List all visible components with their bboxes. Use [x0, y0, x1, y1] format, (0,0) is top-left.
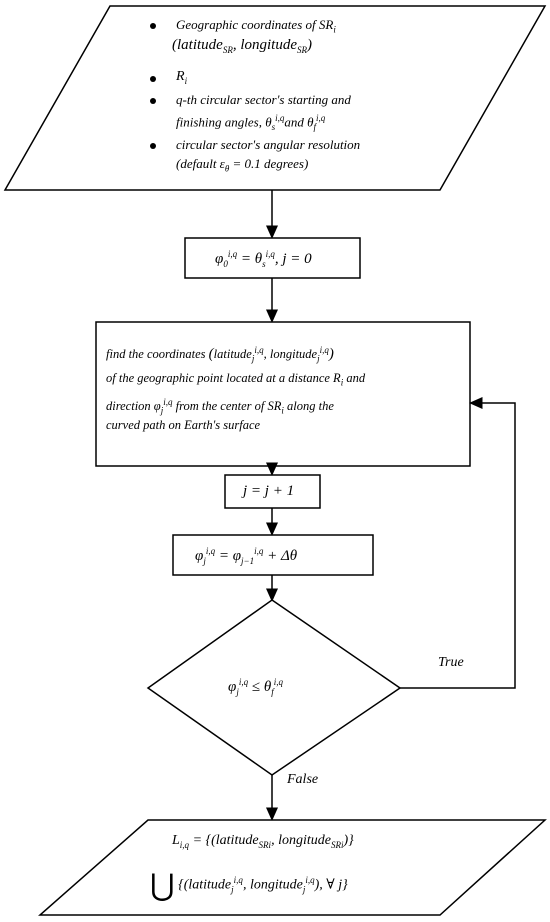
bullet-dot-3 [150, 98, 156, 104]
decision-label: φji,q ≤ θfi,q [228, 677, 283, 697]
find-box-line4: curved path on Earth's surface [106, 418, 261, 432]
input-radius: Ri [176, 69, 188, 86]
increment-box [224, 474, 321, 509]
bullet-dot-4 [150, 143, 156, 149]
union-symbol: ⋃ [150, 869, 175, 902]
input-sector-line1: q-th circular sector's starting and [176, 92, 351, 107]
find-box-line3: direction φji,q from the center of SRi a… [106, 397, 334, 416]
input-coords-pair: (latitudeSR, longitudeSR) [172, 37, 312, 56]
input-sector-line2: finishing angles, θsi,qand θfi,q [176, 113, 326, 132]
update-box [172, 534, 374, 576]
init-box-label: φ0i,q = θsi,q, j = 0 [215, 249, 312, 269]
input-parallelogram [3, 5, 547, 191]
input-coords-title: Geographic coordinates of SRi [176, 17, 336, 35]
bullet-dot-1 [150, 23, 156, 29]
bullet-dot-2 [150, 76, 156, 82]
false-edge-label: False [287, 772, 319, 787]
find-box-line1: find the coordinates (latitudeji,q, long… [106, 345, 334, 364]
increment-box-label: j = j + 1 [243, 483, 295, 499]
input-resolution-line1: circular sector's angular resolution [176, 137, 361, 152]
output-line1: Li,q = {(latitudeSRi, longitudeSRi)} [172, 833, 354, 850]
find-box [95, 321, 471, 467]
arrow-true-loop [400, 397, 516, 689]
init-box [184, 237, 361, 279]
update-box-label: φji,q = φj−1i,q + Δθ [195, 546, 298, 566]
output-parallelogram [38, 819, 547, 916]
find-box-line2: of the geographic point located at a dis… [106, 371, 366, 388]
true-edge-label: True [438, 655, 464, 670]
input-resolution-line2: (default εθ = 0.1 degrees) [176, 156, 309, 174]
output-line2: ⋃ {(latitudeji,q, longitudeji,q), ∀ j} [150, 869, 348, 902]
